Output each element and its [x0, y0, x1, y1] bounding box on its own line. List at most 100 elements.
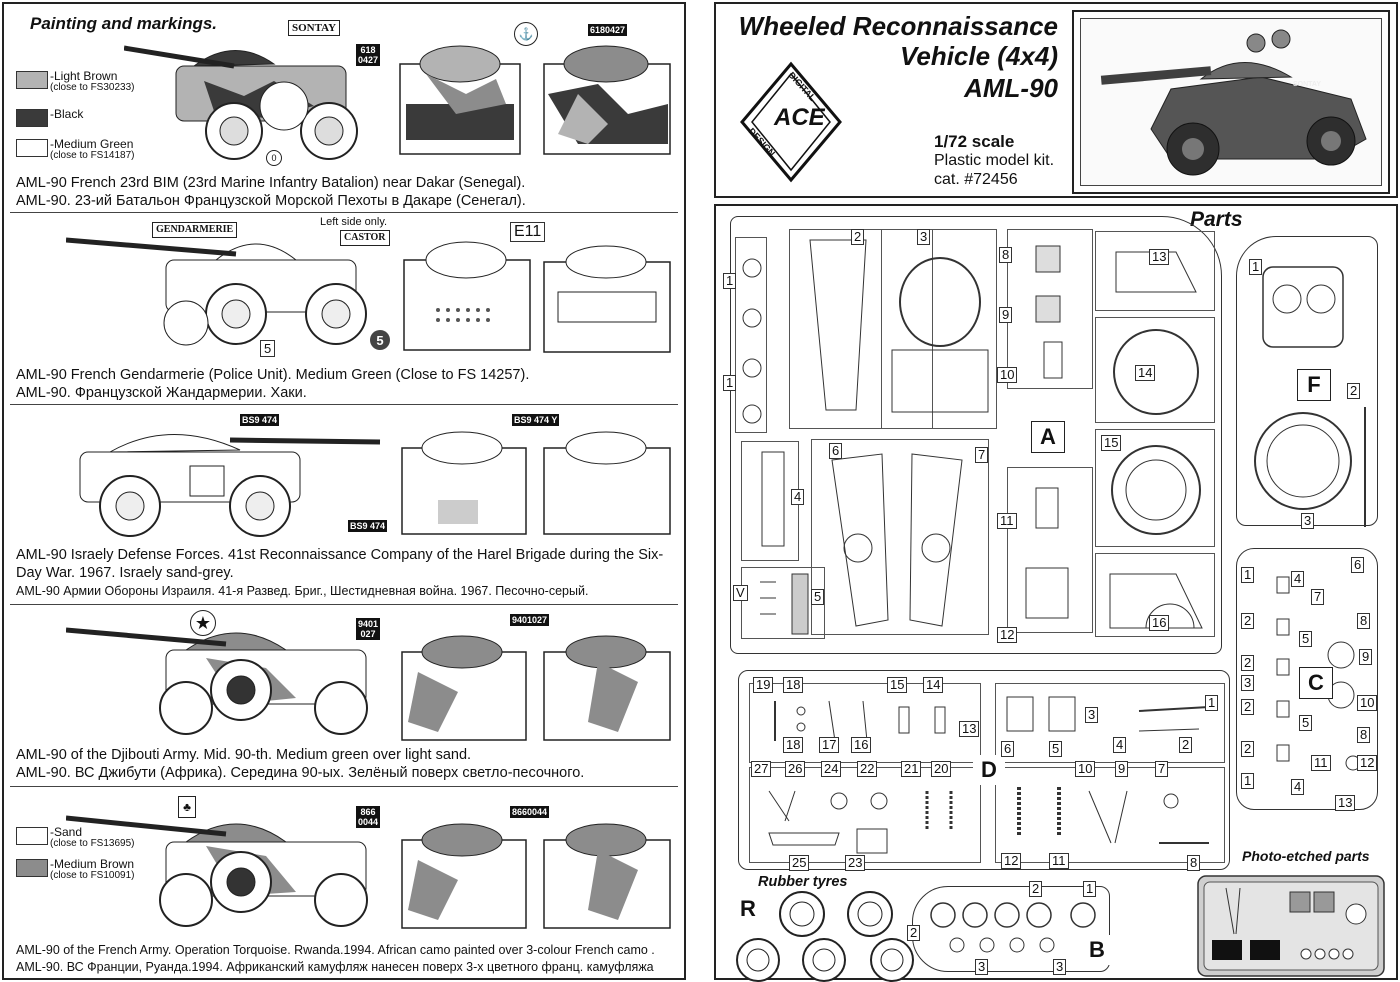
part-number: 23 — [845, 855, 866, 871]
part-5-drawing — [760, 573, 809, 635]
caption-5: AML-90 of the French Army. Operation Tor… — [16, 942, 676, 976]
legend-note: (close to FS30233) — [50, 82, 135, 93]
plate-line: 0044 — [358, 817, 379, 827]
part-number: 11 — [1311, 755, 1331, 771]
caption-line: AML-90. Французской Жандармерии. Хаки. — [16, 385, 307, 401]
marking-gendarmerie: GENDARMERIE — [152, 222, 238, 238]
part-number: 8 — [1187, 855, 1201, 871]
separator — [10, 404, 678, 405]
part-number: 7 — [1311, 589, 1325, 605]
plate-line: 027 — [360, 629, 376, 639]
rubber-tyres-drawing — [736, 891, 914, 982]
render-marking: SONTAY — [1293, 81, 1322, 88]
sprue-letter-f: F — [1297, 369, 1331, 401]
insignia-icon: ♣ — [178, 796, 196, 818]
sprue-letter-d: D — [973, 755, 1005, 785]
caption-4: AML-90 of the Djibouti Army. Mid. 90-th.… — [16, 746, 676, 782]
swatch-light-brown — [16, 71, 48, 89]
part-13-drawing — [1115, 251, 1197, 293]
part-number: 25 — [789, 855, 810, 871]
part-14-drawing — [1113, 329, 1199, 415]
aml90-render-image — [1100, 29, 1367, 176]
part-cell — [1095, 317, 1215, 423]
sprue-letter-a: A — [1031, 421, 1065, 453]
part-number: 2 — [1347, 383, 1361, 399]
scale-label: 1/72 scale — [934, 132, 1015, 151]
caption-line: AML-90. 23-ий Батальон Французской Морск… — [16, 193, 526, 209]
anchor-icon: ⚓ — [514, 22, 538, 46]
part-number: 16 — [851, 737, 872, 753]
part-number: 1 — [723, 375, 737, 391]
vehicle-side-view-4 — [66, 627, 368, 735]
part-number: 20 — [931, 761, 952, 777]
part-number: 3 — [1241, 675, 1255, 691]
license-plate-djibouti-rear: 9401027 — [510, 614, 550, 626]
marking-5-square: 5 — [260, 340, 276, 357]
part-number: 3 — [1053, 959, 1067, 975]
sprue-b: B 2 1 2 3 3 — [907, 881, 1113, 975]
title-panel: Wheeled Reconnaissance Vehicle (4x4) AML… — [714, 2, 1398, 198]
part-number: 3 — [1301, 513, 1315, 529]
legend-medium-green: -Medium Green(close to FS14187) — [16, 138, 135, 162]
separator — [10, 604, 678, 605]
vehicle-rear-view-2 — [543, 245, 671, 353]
part-cell — [1007, 229, 1093, 389]
legend-label: -Light Brown — [50, 69, 118, 83]
part-1-drawing — [742, 258, 762, 424]
legend-note: (close to FS14187) — [50, 150, 135, 161]
license-plate-rear: 6180427 — [588, 24, 628, 36]
part-number: 2 — [1241, 613, 1255, 629]
part-number: 9 — [999, 307, 1013, 323]
part-number: 14 — [923, 677, 944, 693]
caption-line: AML-90 of the Djibouti Army. Mid. 90-th.… — [16, 747, 472, 763]
part-number: 1 — [1205, 695, 1219, 711]
vehicle-front-view-3 — [401, 431, 527, 535]
part-number: 5 — [1299, 715, 1313, 731]
caption-line: AML-90 French 23rd BIM (23rd Marine Infa… — [16, 175, 526, 191]
part-number: 3 — [1085, 707, 1099, 723]
painting-markings-panel: Painting and markings. -Light Brown(clos… — [2, 2, 686, 980]
sprue-letter-b: B — [1081, 935, 1113, 965]
part-number: 8 — [1357, 613, 1371, 629]
logo-ace-text: ACE — [774, 104, 825, 131]
part-number: 7 — [975, 447, 989, 463]
caption-line: AML-90. ВС Франции, Руанда.1994. Африкан… — [16, 960, 654, 974]
legend-label: -Medium Brown — [50, 857, 135, 871]
sprue-d-parts-drawing — [768, 696, 1210, 854]
part-number: 3 — [917, 229, 931, 245]
part-number: 1 — [1249, 259, 1263, 275]
photo-etched-fret — [1197, 875, 1385, 977]
swatch-medium-green — [16, 139, 48, 157]
part-number: 7 — [1155, 761, 1169, 777]
part-number: 21 — [901, 761, 922, 777]
parts-heading: Parts — [1190, 208, 1243, 231]
part-number: 6 — [829, 443, 843, 459]
sprue-d: D 19 18 15 14 13 18 17 16 3 1 6 5 4 2 27… — [738, 670, 1230, 871]
sprue-c: C 1 4 6 7 2 5 8 2 9 3 10 2 5 2 8 1 4 11 … — [1236, 548, 1378, 811]
part-number: 5 — [1299, 631, 1313, 647]
part-number: 16 — [1149, 615, 1170, 631]
part-number: 4 — [1113, 737, 1127, 753]
part-number: 10 — [1357, 695, 1378, 711]
sprue-f-parts-drawing — [1254, 266, 1366, 527]
star-roundel-icon: ★ — [190, 610, 216, 636]
part-number: 2 — [851, 229, 865, 245]
part-number: 1 — [1083, 881, 1097, 897]
part-number: 13 — [1335, 795, 1356, 811]
plate-line: 9401 — [358, 619, 379, 629]
part-11-12-drawing — [1025, 487, 1069, 619]
license-plate-idf-front: BS9 474 — [348, 520, 388, 532]
part-number: 9 — [1115, 761, 1129, 777]
legend-black: -Black — [16, 108, 83, 127]
part-cell — [995, 683, 1225, 763]
scale-info: 1/72 scale Plastic model kit. cat. #7245… — [934, 132, 1054, 189]
part-number: 4 — [791, 489, 805, 505]
part-number: V — [733, 585, 748, 601]
part-16-drawing — [1109, 573, 1203, 629]
caption-3: AML-90 Israely Defense Forces. 41st Reco… — [16, 546, 676, 600]
caption-1: AML-90 French 23rd BIM (23rd Marine Infa… — [16, 174, 676, 210]
part-cell — [1095, 231, 1215, 311]
part-number: 4 — [1291, 779, 1305, 795]
vehicle-side-view-3 — [79, 434, 381, 537]
vehicle-rear-view-4 — [543, 635, 671, 741]
